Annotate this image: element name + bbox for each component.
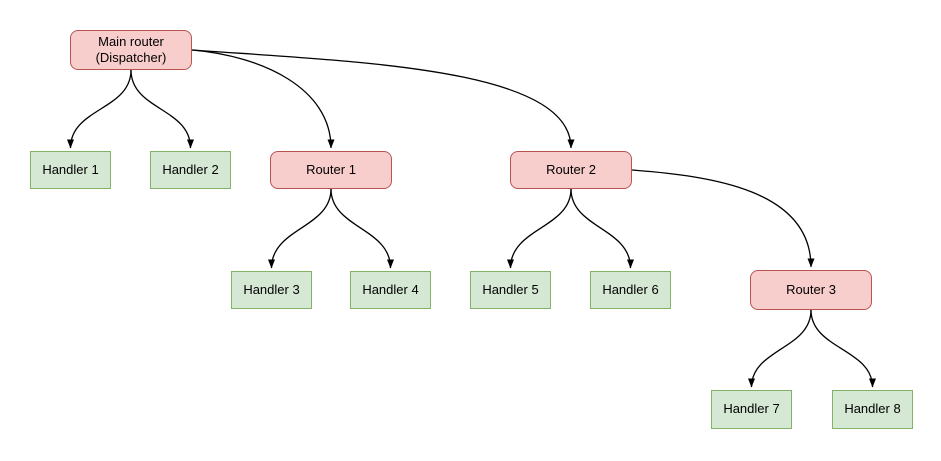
node-handler-7: Handler 7 — [711, 390, 792, 429]
node-handler-1-label: Handler 1 — [42, 161, 99, 177]
node-handler-6-label: Handler 6 — [602, 281, 659, 297]
node-router-2-label: Router 2 — [546, 161, 596, 177]
edge-main-to-router-2 — [191, 49, 575, 149]
node-handler-8: Handler 8 — [832, 390, 913, 429]
node-handler-2: Handler 2 — [150, 151, 231, 189]
node-handler-3: Handler 3 — [231, 271, 312, 309]
edge-router-3-to-handler-7 — [748, 309, 812, 388]
node-router-2: Router 2 — [510, 151, 632, 189]
node-main-router-label-line2: (Dispatcher) — [95, 50, 167, 65]
node-handler-2-label: Handler 2 — [162, 161, 219, 177]
node-router-1-label: Router 1 — [306, 161, 356, 177]
node-handler-1: Handler 1 — [30, 151, 111, 189]
node-handler-8-label: Handler 8 — [844, 401, 901, 417]
node-main-router-dispatcher: Main router (Dispatcher) — [70, 30, 192, 70]
edge-main-to-router-1 — [191, 49, 335, 149]
node-router-3-label: Router 3 — [786, 281, 836, 297]
edge-router-1-to-handler-3 — [268, 188, 332, 269]
node-router-3: Router 3 — [750, 270, 872, 310]
edge-main-to-handler-2 — [130, 69, 194, 149]
node-handler-4-label: Handler 4 — [362, 281, 419, 297]
node-main-router-label-line1: Main router — [98, 33, 164, 49]
node-router-1: Router 1 — [270, 151, 392, 189]
node-handler-4: Handler 4 — [350, 271, 431, 309]
node-handler-5: Handler 5 — [470, 271, 551, 309]
edge-router-1-to-handler-4 — [330, 188, 394, 269]
edge-router-3-to-handler-8 — [810, 309, 876, 388]
edge-main-to-handler-1 — [67, 69, 132, 149]
node-handler-7-label: Handler 7 — [723, 401, 780, 417]
node-handler-6: Handler 6 — [590, 271, 671, 309]
edge-router-2-to-handler-5 — [507, 188, 572, 269]
node-handler-3-label: Handler 3 — [243, 281, 300, 297]
edge-router-2-to-router-3 — [631, 169, 815, 268]
node-handler-5-label: Handler 5 — [482, 281, 539, 297]
edge-router-2-to-handler-6 — [570, 188, 634, 269]
